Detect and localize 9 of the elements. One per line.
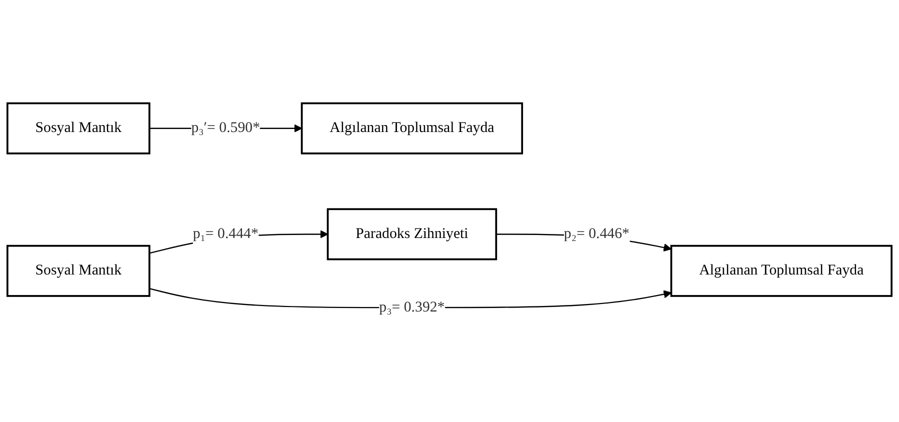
node-box: Sosyal Mantık	[6, 244, 150, 297]
node-box: Paradoks Zihniyeti	[326, 208, 498, 260]
edge-label: p₂= 0.446*	[564, 226, 630, 242]
edge-label: p₃= 0.392*	[379, 299, 445, 316]
node-box: Algılanan Toplumsal Fayda	[670, 244, 892, 297]
node-box: Algılanan Toplumsal Fayda	[300, 102, 524, 154]
edge-label: p₃′= 0.590*	[191, 120, 260, 136]
node-box: Sosyal Mantık	[6, 102, 150, 154]
edge-label: p₁= 0.444*	[192, 226, 258, 242]
